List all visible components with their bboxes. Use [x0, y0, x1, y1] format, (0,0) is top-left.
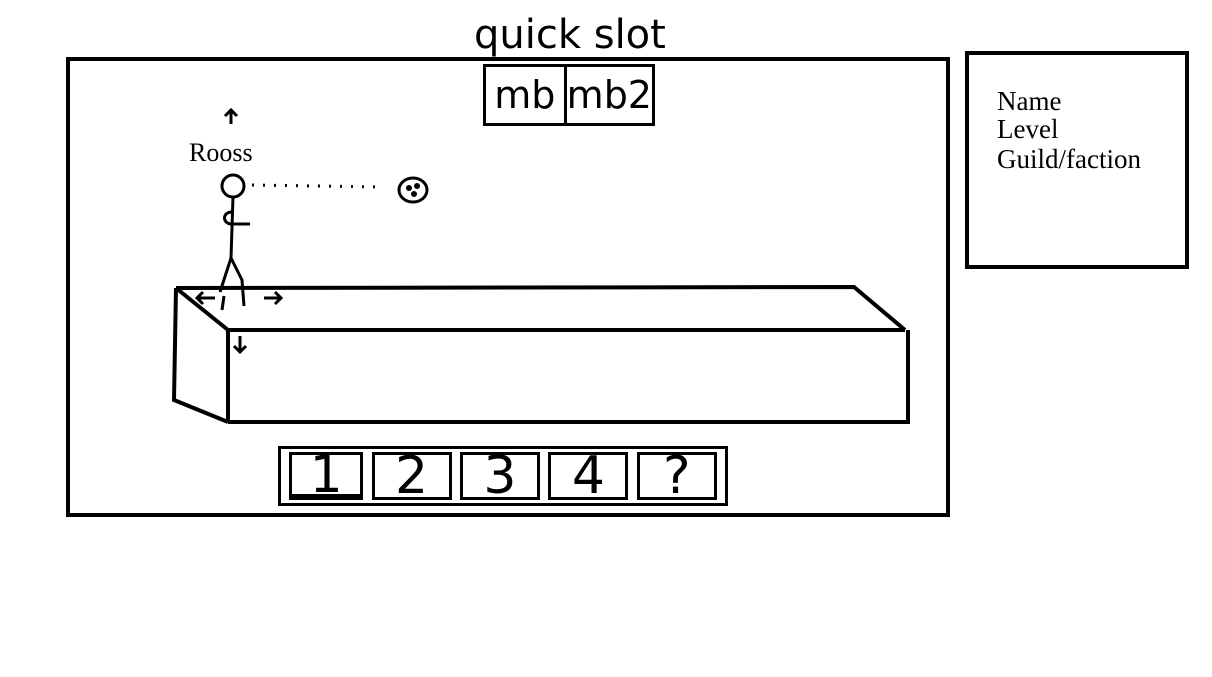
quick-slot-bar: mb mb2: [483, 64, 655, 126]
hotbar-slot-4[interactable]: 4: [548, 450, 629, 502]
projectile-icon: [397, 176, 429, 204]
quick-slot-mb2[interactable]: mb2: [566, 73, 652, 117]
arrow-left-icon: [194, 290, 215, 306]
player-name: Rooss: [189, 138, 253, 167]
hotbar-slot-unknown[interactable]: ?: [636, 450, 717, 502]
player-character: [218, 173, 250, 311]
aim-line: [251, 183, 383, 189]
player-info-panel: Name Level Guild/faction: [965, 51, 1189, 269]
hotbar-slot-1[interactable]: 1: [289, 449, 364, 501]
info-level: Level: [997, 114, 1059, 144]
hotbar-slot-2[interactable]: 2: [371, 450, 452, 502]
quick-slot-mb[interactable]: mb: [486, 67, 567, 123]
arrow-right-icon: [264, 290, 284, 306]
info-guild: Guild/faction: [997, 144, 1141, 174]
game-viewport[interactable]: [66, 57, 950, 517]
info-name: Name: [997, 86, 1062, 116]
arrow-down-icon: [232, 336, 248, 355]
hotbar: 1 2 3 4 ?: [278, 446, 728, 506]
arrow-up-icon: [223, 107, 239, 124]
quick-slot-title: quick slot: [474, 12, 666, 58]
platform: [171, 284, 910, 424]
hotbar-slot-3[interactable]: 3: [459, 450, 540, 502]
